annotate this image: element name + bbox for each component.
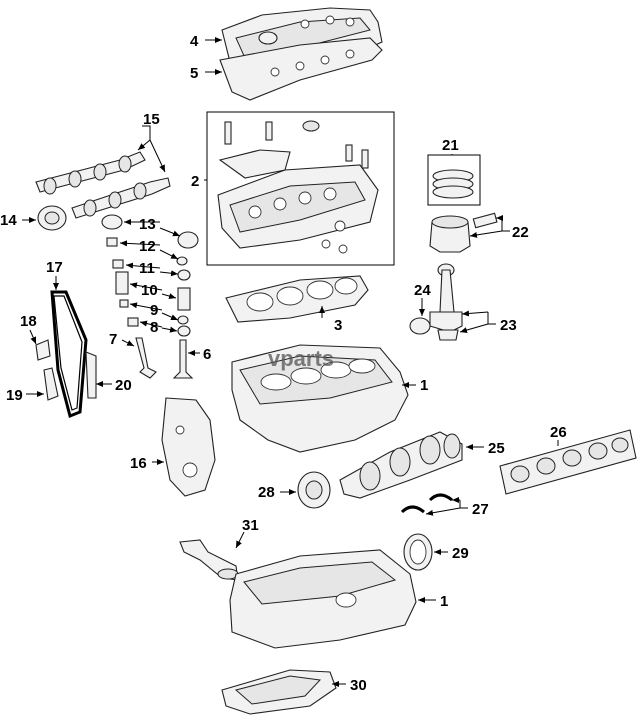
oil-pan-upper[interactable] [229,549,417,649]
callout-25: 25 [488,440,505,457]
piston[interactable] [429,212,498,253]
chain-guide-right[interactable] [85,351,97,399]
cylinder-head[interactable] [217,120,379,254]
timing-cover[interactable] [161,397,216,497]
callout-8: 8 [150,319,158,336]
callout-2: 2 [191,173,199,190]
valve-cover-gasket[interactable] [219,37,383,101]
callout-12: 12 [139,238,156,255]
callout-19: 19 [6,387,23,404]
callout-17: 17 [46,259,63,276]
callout-1-block: 1 [420,377,428,394]
oil-pickup-tube[interactable] [179,539,239,581]
crankshaft[interactable] [339,431,463,499]
callout-5: 5 [190,65,198,82]
callout-30: 30 [350,677,367,694]
chain-tensioner[interactable] [35,339,51,361]
callout-10: 10 [141,282,158,299]
valve-keepers[interactable] [106,237,188,266]
callout-4: 4 [190,33,199,50]
callout-11: 11 [139,260,155,277]
callout-23: 23 [500,317,517,334]
cam-sprocket[interactable] [37,205,67,231]
callout-22: 22 [512,224,529,241]
timing-chain[interactable] [50,290,88,419]
callout-21: 21 [442,137,459,154]
callout-27: 27 [472,501,489,518]
callout-9: 9 [150,302,158,319]
cylinder-head-box [206,111,395,266]
leader-lines [22,37,559,687]
main-bearings[interactable] [499,429,637,495]
valve-seals[interactable] [119,299,191,337]
callout-3: 3 [334,317,342,334]
engine-block[interactable] [231,344,409,453]
valve-springs[interactable] [112,259,191,311]
chain-guide-left[interactable] [43,367,59,401]
callout-1-pan: 1 [440,593,448,610]
oil-pan-lower[interactable] [221,669,337,715]
callout-26: 26 [550,424,567,441]
watermark-logo: vparts [268,346,334,371]
rod-bearings[interactable] [409,317,431,335]
rear-main-seal[interactable] [403,533,433,571]
callout-29: 29 [452,545,469,562]
camshafts[interactable] [35,151,171,219]
callout-28: 28 [258,484,275,501]
callout-14: 14 [0,212,17,229]
piston-rings[interactable] [432,169,474,199]
head-gasket[interactable] [225,275,369,323]
callout-24: 24 [414,282,431,299]
intake-valve[interactable] [172,339,194,379]
callout-20: 20 [115,377,132,394]
callout-18: 18 [20,313,37,330]
crank-pulley[interactable] [297,471,331,509]
callout-numbers: 4 5 15 2 14 13 12 11 10 9 8 7 6 17 18 19… [0,33,567,694]
callout-31: 31 [242,517,259,534]
thrust-washers[interactable] [400,493,453,514]
callout-16: 16 [130,455,147,472]
exhaust-valve[interactable] [135,337,157,379]
callout-15: 15 [143,111,160,128]
callout-7: 7 [109,331,117,348]
callout-13: 13 [139,216,156,233]
piston-rings-box [427,154,481,206]
callout-6: 6 [203,346,211,363]
connecting-rod[interactable] [429,263,463,341]
valve-lifters[interactable] [101,214,199,249]
